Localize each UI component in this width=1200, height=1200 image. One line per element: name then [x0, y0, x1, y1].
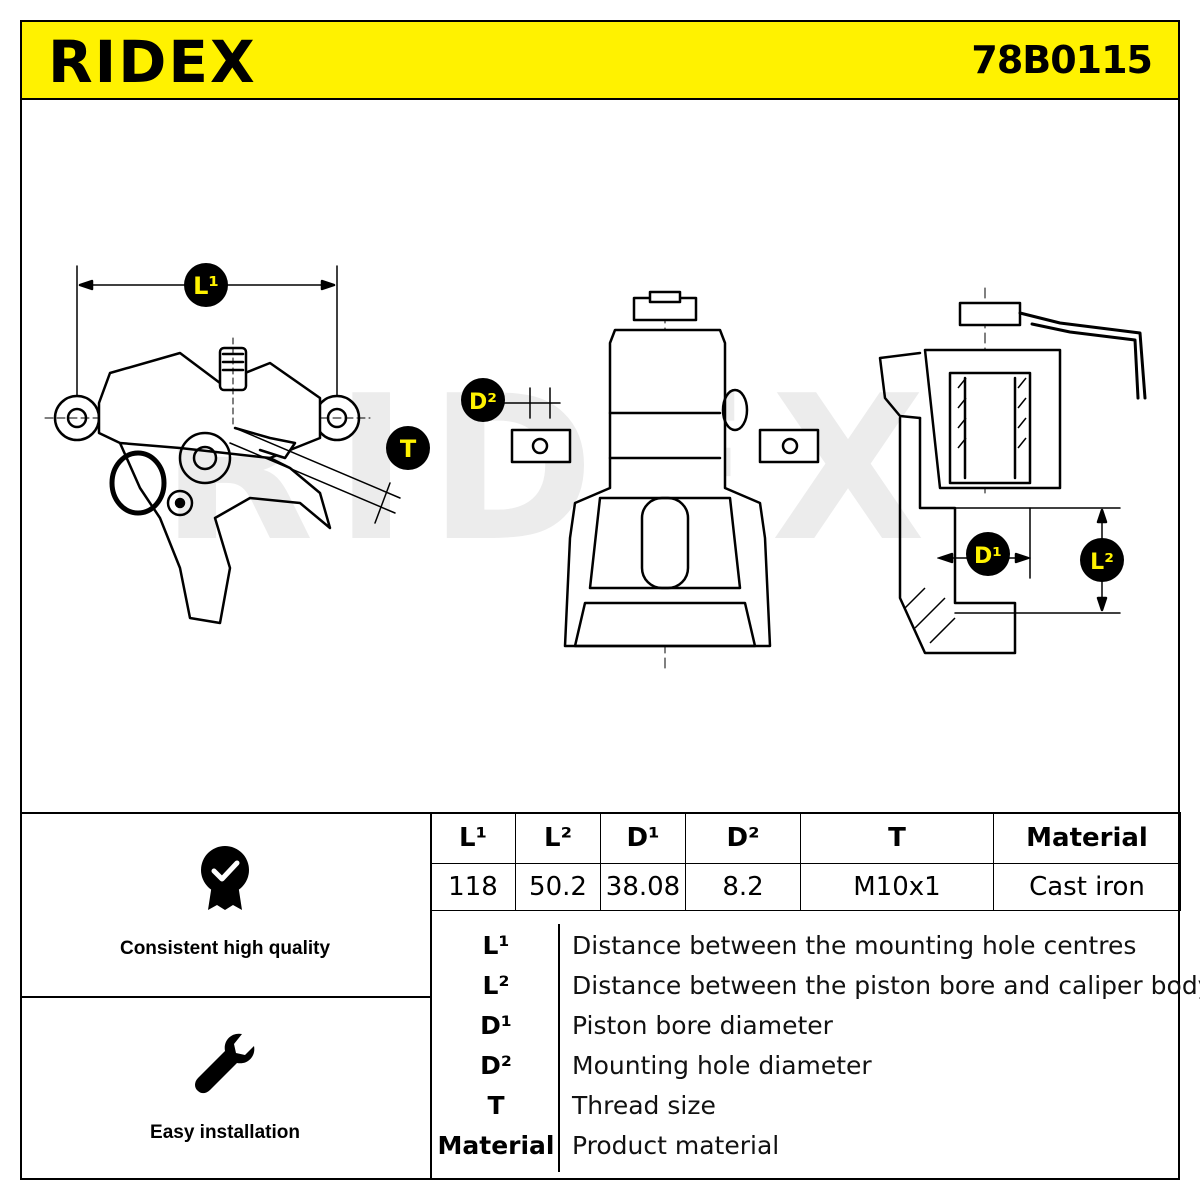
caliper-front-view	[499, 290, 820, 669]
svg-text:T: T	[400, 435, 417, 463]
spec-value-row: 118 50.2 38.08 8.2 M10x1 Cast iron	[430, 863, 1181, 911]
legend-row: L¹ Distance between the mounting hole ce…	[432, 926, 1180, 966]
svg-text:L¹: L¹	[193, 272, 219, 300]
spec-value-d1: 38.08	[600, 863, 686, 911]
spec-header-row: L¹ L² D¹ D² T Material	[430, 812, 1181, 864]
spec-value-t: M10x1	[800, 863, 994, 911]
spec-header-material: Material	[993, 812, 1181, 864]
spec-table: L¹ L² D¹ D² T Material 118 50.2 38.08 8.…	[430, 812, 1181, 911]
legend-row: Material Product material	[432, 1126, 1180, 1166]
legend-symbol: L¹	[482, 931, 510, 960]
spec-value-l1: 118	[430, 863, 516, 911]
caliper-section-view	[878, 287, 1147, 655]
legend-row: D² Mounting hole diameter	[432, 1046, 1180, 1086]
legend-description: Distance between the piston bore and cal…	[572, 971, 1200, 1000]
legend-divider	[558, 924, 560, 1172]
legend-symbol: Material	[437, 1131, 555, 1160]
part-number: 78B0115	[971, 38, 1153, 82]
caliper-drawing: RIDEX	[44, 263, 1147, 669]
svg-text:D¹: D¹	[974, 544, 1002, 569]
legend-symbol: L²	[482, 971, 510, 1000]
legend-row: T Thread size	[432, 1086, 1180, 1126]
spec-header-l2: L²	[515, 812, 601, 864]
svg-text:L²: L²	[1090, 550, 1114, 575]
feature-installation: Easy installation	[20, 998, 430, 1180]
header-bar: RIDEX 78B0115	[20, 20, 1180, 100]
dimension-legend: L¹ Distance between the mounting hole ce…	[432, 914, 1200, 1180]
legend-symbol: D¹	[480, 1011, 512, 1040]
feature-label-installation: Easy installation	[150, 1122, 300, 1143]
svg-text:D²: D²	[469, 390, 497, 415]
dimension-badge-d2: D²	[461, 378, 505, 422]
spec-value-material: Cast iron	[993, 863, 1181, 911]
caliper-side-view	[44, 265, 401, 625]
quality-badge-icon	[201, 846, 249, 910]
dimension-badge-l1: L¹	[184, 263, 228, 307]
legend-row: L² Distance between the piston bore and …	[432, 966, 1200, 1006]
svg-text:RIDEX: RIDEX	[48, 28, 257, 92]
spec-header-d2: D²	[685, 812, 801, 864]
legend-symbol: T	[487, 1091, 505, 1120]
legend-description: Mounting hole diameter	[572, 1051, 872, 1080]
section-hatching	[904, 377, 1027, 644]
spec-header-d1: D¹	[600, 812, 686, 864]
legend-description: Distance between the mounting hole centr…	[572, 931, 1137, 960]
feature-quality: Consistent high quality	[20, 814, 430, 996]
spec-header-t: T	[800, 812, 994, 864]
spec-value-l2: 50.2	[515, 863, 601, 911]
legend-description: Thread size	[572, 1091, 716, 1120]
legend-row: D¹ Piston bore diameter	[432, 1006, 1180, 1046]
dimension-badge-l2: L²	[1080, 538, 1124, 582]
outer-frame	[20, 20, 1180, 1180]
legend-description: Piston bore diameter	[572, 1011, 833, 1040]
dimension-badge-t: T	[386, 426, 430, 470]
feature-divider	[20, 996, 432, 998]
feature-label-quality: Consistent high quality	[119, 938, 331, 959]
spec-header-l1: L¹	[430, 812, 516, 864]
wrench-icon	[195, 1033, 255, 1094]
dimension-badge-d1: D¹	[966, 532, 1010, 576]
legend-symbol: D²	[480, 1051, 512, 1080]
ridex-logo: RIDEX	[48, 28, 257, 92]
spec-value-d2: 8.2	[685, 863, 801, 911]
legend-description: Product material	[572, 1131, 780, 1160]
